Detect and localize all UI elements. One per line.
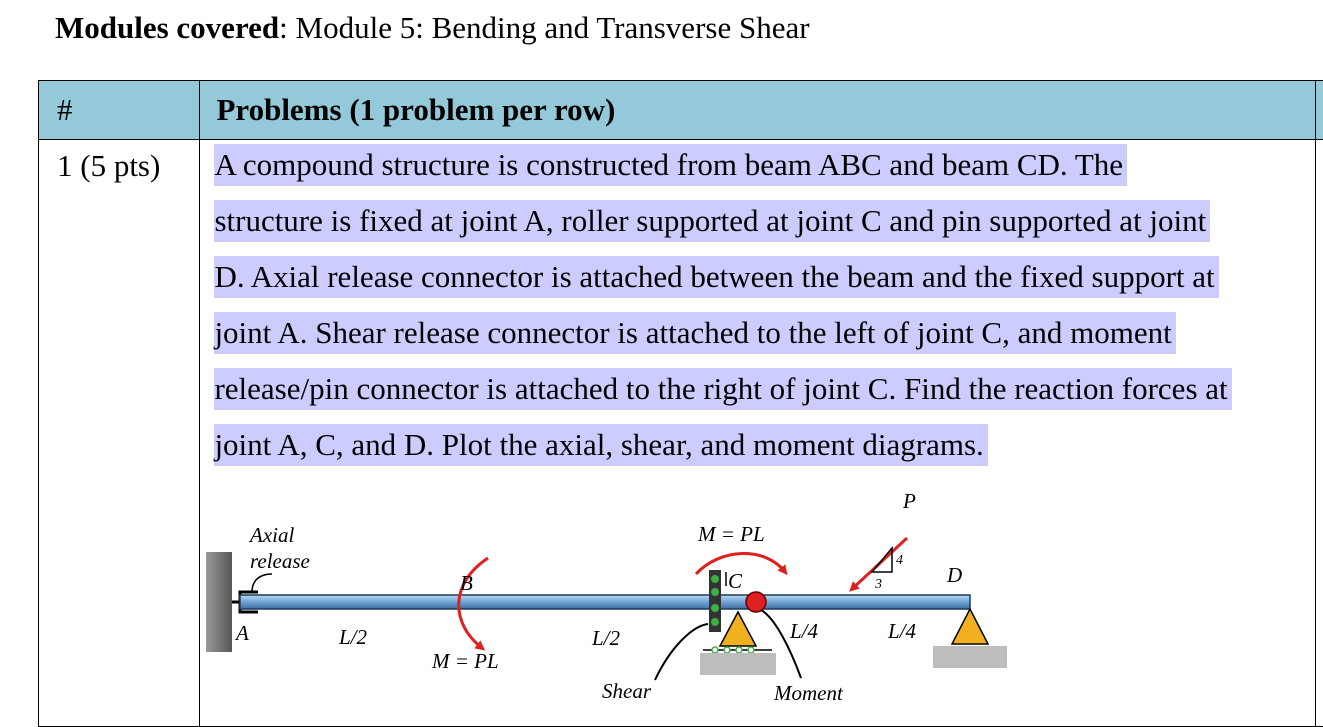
shear-release-ball [711,618,719,626]
span-label-3: L/4 [789,619,819,643]
axial-label-line-2: release [250,549,310,573]
shear-release-ball [711,588,719,596]
span-label-4: L/4 [887,619,917,643]
roller-support-c [720,612,756,646]
problem-line: D. Axial release connector is attached b… [214,256,1218,298]
pin-support-d [952,609,988,644]
shear-release-ball [711,575,719,583]
axial-label-pointer [252,574,272,592]
joint-c-label: C [728,569,743,593]
problem-line: structure is fixed at joint A, roller su… [214,200,1210,242]
joint-d-label: D [946,563,962,587]
column-header-extra [1315,81,1323,140]
column-header-number: # [39,81,200,140]
fixed-wall [206,552,232,652]
slope-vertical-label: 4 [896,553,903,568]
joint-a-label: A [234,621,249,645]
modules-covered-value: : Module 5: Bending and Transverse Shear [279,10,809,45]
problem-line: release/pin connector is attached to the… [214,368,1231,410]
column-header-problems: Problems (1 problem per row) [200,81,1315,140]
roller-wheel [712,647,718,653]
moment-label-top: M = PL [697,522,765,546]
slope-horizontal-label: 3 [874,577,882,592]
problem-line: A compound structure is constructed from… [214,144,1127,186]
problem-number: 1 (5 pts) [39,140,200,727]
beam [240,595,970,609]
problem-line: joint A. Shear release connector is atta… [214,312,1175,354]
modules-covered-label: Modules covered [55,10,279,45]
span-label-2: L/2 [591,626,621,650]
problem-line: joint A, C, and D. Plot the axial, shear… [214,424,987,466]
problem-text: A compound structure is constructed from… [214,144,1314,480]
pin-ground [933,646,1007,668]
load-label: P [902,489,916,513]
shear-release-label: Shear [602,679,652,703]
moment-release-pin [746,592,766,612]
axial-label-line-1: Axial [248,523,294,547]
roller-wheel [736,647,742,653]
beam-figure: Axial release A B C D M = PL M = PL P 4 … [200,488,1020,714]
span-label-1: L/2 [338,625,368,649]
shear-release-ball [711,604,719,612]
slope-triangle [872,548,892,572]
roller-ground [700,653,776,675]
modules-covered: Modules covered: Module 5: Bending and T… [55,8,810,48]
moment-label-bottom: M = PL [431,649,499,673]
moment-release-label: Moment [773,681,844,705]
roller-wheel [724,647,730,653]
table-header-row: # Problems (1 problem per row) [39,81,1323,140]
roller-wheel [748,647,754,653]
joint-b-label: B [460,571,473,595]
extra-cell [1315,140,1323,727]
